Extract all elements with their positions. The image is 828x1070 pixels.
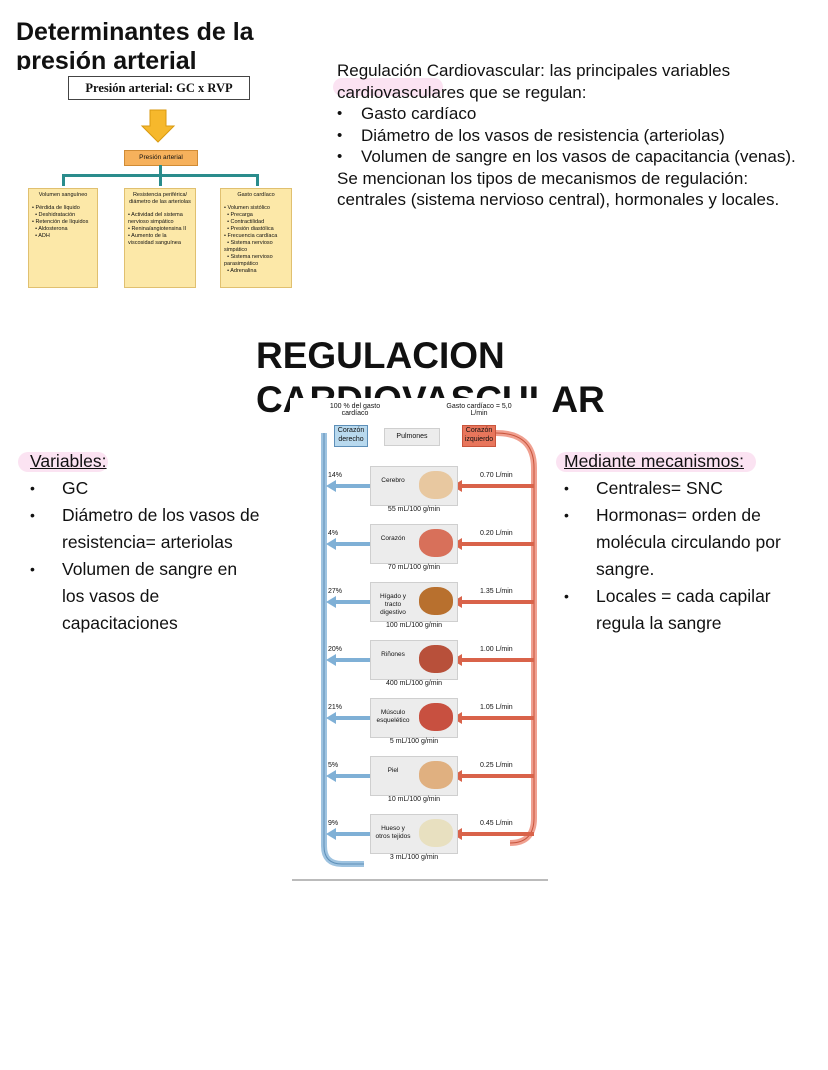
bp-box-item: • Sistema nervioso parasimpático: [224, 254, 275, 267]
bp-box-output: Gasto cardíaco • Volumen sistólico • Pre…: [220, 188, 292, 288]
arrowhead-icon: [326, 596, 336, 608]
organ-flow: 0.45 L/min: [480, 820, 513, 827]
organ-name: Corazón: [380, 535, 406, 542]
organ-perfusion: 5 mL/100 g/min: [389, 738, 439, 745]
lungs-box: Pulmones: [384, 428, 440, 446]
bp-box-item: • Actividad del sistema nervioso simpáti…: [128, 212, 185, 225]
circulation-svg: [292, 430, 548, 881]
bp-box-item: • Presión diastólica: [224, 226, 274, 232]
arrowhead-icon: [326, 770, 336, 782]
organ-box: Piel: [370, 756, 458, 796]
organ-percent: 14%: [328, 472, 343, 479]
bp-formula: Presión arterial: GC x RVP: [68, 76, 250, 100]
variables-item: Diámetro de los vasos de resistencia= ar…: [30, 502, 260, 556]
organ-flow: 0.70 L/min: [480, 472, 513, 479]
variables-column: Variables: GC Diámetro de los vasos de r…: [30, 448, 260, 637]
organ-illustration-icon: [419, 703, 453, 731]
bp-box-item: • Precarga: [224, 212, 253, 218]
organ-flow: 1.35 L/min: [480, 588, 513, 595]
bp-box-item: • Deshidratación: [32, 212, 76, 218]
mechanisms-item: Hormonas= orden de molécula circulando p…: [564, 502, 804, 583]
arrowhead-icon: [326, 480, 336, 492]
page-heading: Determinantes de la presión arterial: [16, 18, 254, 70]
mechanisms-heading: Mediante mecanismos:: [564, 451, 744, 471]
organ-name: Hígado y tracto digestivo: [379, 593, 407, 616]
organ-illustration-icon: [419, 587, 453, 615]
organ-illustration-icon: [419, 819, 453, 847]
organ-percent: 21%: [328, 704, 343, 711]
bp-box-item: • Frecuencia cardíaca: [224, 233, 278, 239]
organ-box: Riñones: [370, 640, 458, 680]
arrowhead-icon: [326, 828, 336, 840]
organ-box: Hueso y otros tejidos: [370, 814, 458, 854]
intro-item: Gasto cardíaco: [337, 103, 807, 125]
bp-box-item: • Retención de líquidos: [32, 219, 89, 225]
organ-box: Corazón: [370, 524, 458, 564]
bp-box-resistance: Resistencia periférica/ diámetro de las …: [124, 188, 196, 288]
organ-flow: 0.25 L/min: [480, 762, 513, 769]
bp-box-item: • Volumen sistólico: [224, 205, 270, 211]
organ-illustration-icon: [419, 645, 453, 673]
organ-percent: 9%: [328, 820, 339, 827]
bp-box-item: • Aldosterona: [32, 226, 68, 232]
intro-closing: Se mencionan los tipos de mecanismos de …: [337, 168, 780, 210]
organ-name: Músculo esquelético: [376, 709, 410, 724]
bp-diagram: Presión arterial: GC x RVP Presión arter…: [0, 0, 300, 300]
top-left-label: 100 % del gasto cardíaco: [329, 403, 381, 417]
bp-box-item: • Renina/angiotensina II: [128, 226, 187, 232]
left-heart-box: Corazón izquierdo: [462, 425, 496, 447]
organ-flow: 0.20 L/min: [480, 530, 513, 537]
organ-perfusion: 70 mL/100 g/min: [387, 564, 441, 571]
arrowhead-icon: [326, 654, 336, 666]
bp-box-item: • Sistema nervioso simpático: [224, 240, 275, 253]
organ-name: Riñones: [381, 651, 405, 658]
bp-box-item: • Pérdida de líquido: [32, 205, 80, 211]
intro-lead: Regulación Cardiovascular: las principal…: [337, 61, 731, 102]
mechanisms-item: Locales = cada capilar regula la sangre: [564, 583, 804, 637]
organ-percent: 4%: [328, 530, 339, 537]
bp-box-volume: Volumen sanguíneo • Pérdida de líquido •…: [28, 188, 98, 288]
arrowhead-icon: [326, 712, 336, 724]
organ-perfusion: 400 mL/100 g/min: [385, 680, 443, 687]
organ-illustration-icon: [419, 471, 453, 499]
bp-center-box: Presión arterial: [124, 150, 198, 166]
intro-item: Volumen de sangre en los vasos de capaci…: [337, 146, 807, 168]
organ-percent: 27%: [328, 588, 343, 595]
organ-perfusion: 10 mL/100 g/min: [387, 796, 441, 803]
organ-percent: 5%: [328, 762, 339, 769]
bp-box-item: • Adrenalina: [224, 268, 257, 274]
bp-box-item: • Aumento de la viscosidad sanguínea: [128, 233, 181, 246]
organ-flow: 1.05 L/min: [480, 704, 513, 711]
right-heart-box: Corazón derecho: [334, 425, 368, 447]
organ-box: Hígado y tracto digestivo: [370, 582, 458, 622]
intro-item: Diámetro de los vasos de resistencia (ar…: [337, 125, 807, 147]
arrowhead-icon: [326, 538, 336, 550]
organ-name: Piel: [387, 767, 399, 774]
bp-box-item: • Contractilidad: [224, 219, 265, 225]
organ-flow: 1.00 L/min: [480, 646, 513, 653]
mechanisms-column: Mediante mecanismos: Centrales= SNC Horm…: [564, 448, 804, 637]
organ-box: Cerebro: [370, 466, 458, 506]
organ-perfusion: 3 mL/100 g/min: [389, 854, 439, 861]
circulation-diagram: 100 % del gasto cardíaco Gasto cardíaco …: [290, 398, 552, 884]
organ-box: Músculo esquelético: [370, 698, 458, 738]
organ-percent: 20%: [328, 646, 343, 653]
organ-perfusion: 55 mL/100 g/min: [387, 506, 441, 513]
organ-illustration-icon: [419, 761, 453, 789]
variables-item: Volumen de sangre en los vasos de capaci…: [30, 556, 260, 637]
mechanisms-item: Centrales= SNC: [564, 475, 804, 502]
bp-box-item: • ADH: [32, 233, 50, 239]
organ-name: Cerebro: [381, 477, 405, 484]
down-arrow-icon: [140, 109, 176, 143]
variables-heading: Variables:: [30, 451, 107, 471]
organ-perfusion: 100 mL/100 g/min: [385, 622, 443, 629]
organ-name: Hueso y otros tejidos: [375, 825, 411, 840]
intro-text: Regulación Cardiovascular: las principal…: [337, 60, 807, 211]
top-right-label: Gasto cardíaco = 5,0 L/min: [446, 403, 512, 417]
variables-item: GC: [30, 475, 260, 502]
organ-illustration-icon: [419, 529, 453, 557]
